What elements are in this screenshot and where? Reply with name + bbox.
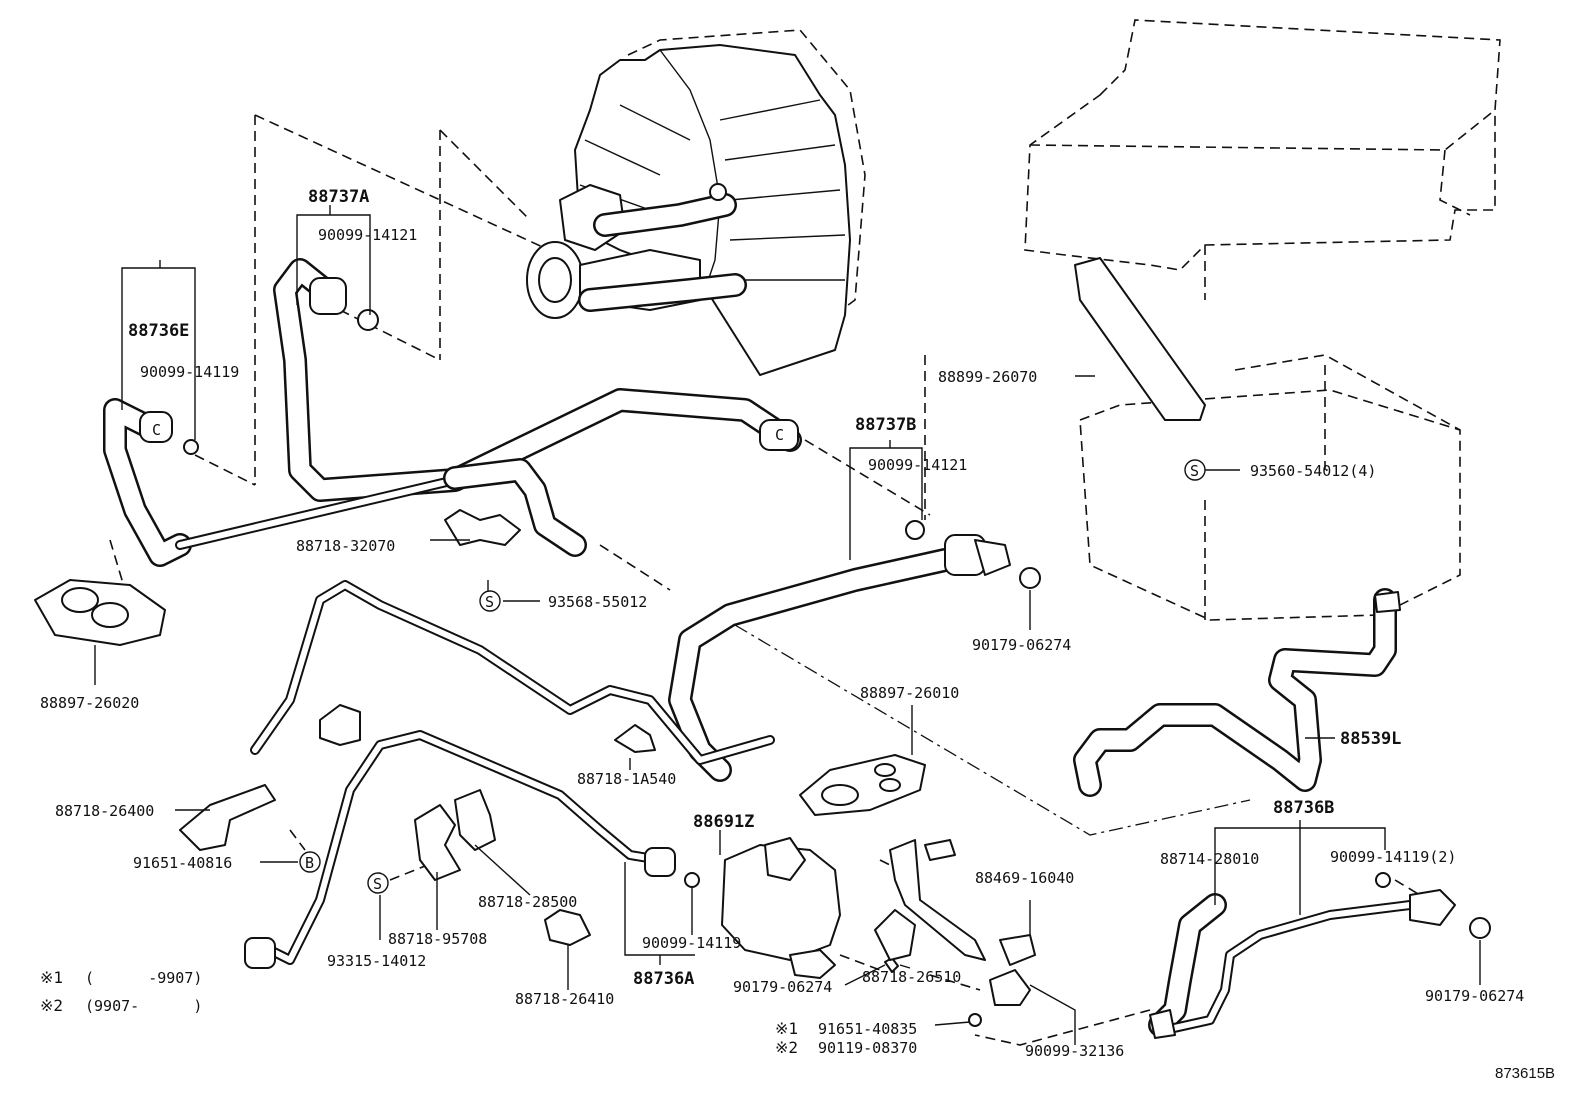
label-90179-06274-c: 90179-06274 xyxy=(1425,987,1524,1005)
legend-mark-1: ※1 xyxy=(40,968,63,987)
label-88718-26400: 88718-26400 xyxy=(55,802,154,820)
legend: ※1 ( -9907) ※2 (9907- ) xyxy=(40,968,202,1015)
label-90119-08370: 90119-08370 xyxy=(818,1039,917,1057)
label-91651-40816: 91651-40816 xyxy=(133,854,232,872)
label-88897-26010: 88897-26010 xyxy=(860,684,959,702)
symbol-s-2: S xyxy=(485,593,494,611)
symbol-c-1: C xyxy=(152,421,161,439)
symbol-b: B xyxy=(305,854,314,872)
label-88691Z: 88691Z xyxy=(693,812,754,832)
label-88737B: 88737B xyxy=(855,415,916,435)
label-90099-14121-b: 90099-14121 xyxy=(868,456,967,474)
symbol-s-3: S xyxy=(373,875,382,893)
label-90179-06274-a: 90179-06274 xyxy=(972,636,1071,654)
label-88737A: 88737A xyxy=(308,187,369,207)
heater-unit xyxy=(526,44,851,376)
symbols: S S S B C C xyxy=(152,421,1206,894)
legend-range-1: ( -9907) xyxy=(85,969,202,987)
label-88897-26020: 88897-26020 xyxy=(40,694,139,712)
label-88714-28010: 88714-28010 xyxy=(1160,850,1259,868)
label-88718-26510: 88718-26510 xyxy=(862,968,961,986)
symbol-s-1: S xyxy=(1190,462,1199,480)
label-88718-26410: 88718-26410 xyxy=(515,990,614,1008)
legend-range-2: (9907- ) xyxy=(85,997,202,1015)
label-88736A: 88736A xyxy=(633,969,694,989)
label-90099-14119-b: 90099-14119 xyxy=(642,934,741,952)
label-88718-95708: 88718-95708 xyxy=(388,930,487,948)
figure-id: 873615B xyxy=(1495,1065,1555,1082)
label-88469-16040: 88469-16040 xyxy=(975,869,1074,887)
label-88899-26070: 88899-26070 xyxy=(938,368,1037,386)
label-88539L: 88539L xyxy=(1340,729,1401,749)
part-labels: 88737A 90099-14121 88736E 90099-14119 88… xyxy=(40,187,1524,1060)
legend-mark-2: ※2 xyxy=(40,996,63,1015)
label-91651-40835: 91651-40835 xyxy=(818,1020,917,1038)
label-88718-32070: 88718-32070 xyxy=(296,537,395,555)
label-90099-14119-a: 90099-14119 xyxy=(140,363,239,381)
label-88718-1A540: 88718-1A540 xyxy=(577,770,676,788)
label-90179-06274-b: 90179-06274 xyxy=(733,978,832,996)
small-parts xyxy=(34,257,1491,1039)
symbol-c-2: C xyxy=(775,426,784,444)
label-90099-14119-c: 90099-14119(2) xyxy=(1330,848,1456,866)
label-88736B: 88736B xyxy=(1273,798,1334,818)
label-88718-28500: 88718-28500 xyxy=(478,893,577,911)
label-88736E: 88736E xyxy=(128,321,189,341)
label-93568-55012: 93568-55012 xyxy=(548,593,647,611)
mark-1-bottom: ※1 xyxy=(775,1019,798,1038)
label-90099-14121-a: 90099-14121 xyxy=(318,226,417,244)
mark-2-bottom: ※2 xyxy=(775,1038,798,1057)
label-90099-32136: 90099-32136 xyxy=(1025,1042,1124,1060)
label-93315-14012: 93315-14012 xyxy=(327,952,426,970)
phantom-outlines xyxy=(109,19,1501,1046)
label-93560-54012: 93560-54012(4) xyxy=(1250,462,1376,480)
leader-lines xyxy=(94,205,1481,1045)
